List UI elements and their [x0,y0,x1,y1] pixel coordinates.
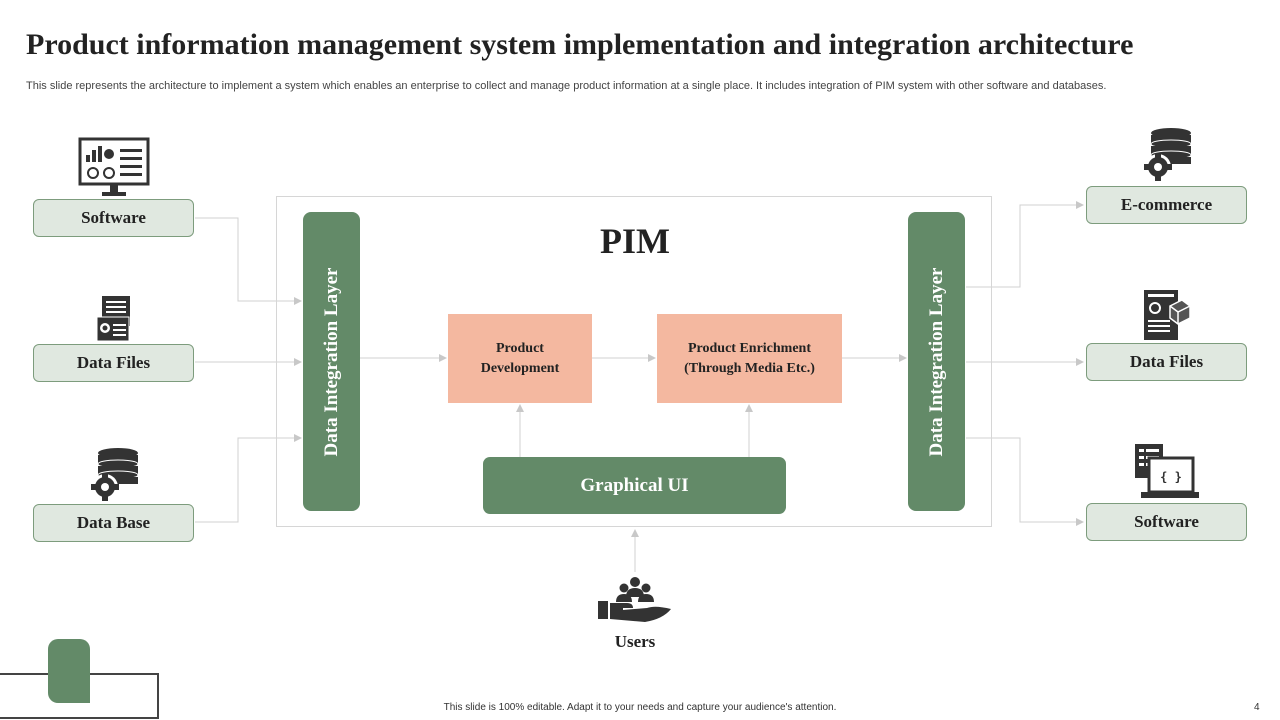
graphical-ui-box: Graphical UI [483,457,786,514]
documents-icon [96,295,132,348]
right-layer-label: Data Integration Layer [925,267,947,456]
svg-text:{ }: { } [1160,470,1182,484]
source-data-files[interactable]: Data Files [33,344,194,382]
target-e-commerce[interactable]: E-commerce [1086,186,1247,224]
target-software[interactable]: Software [1086,503,1247,541]
database-gear-icon [88,447,140,510]
connector-database-left [195,434,302,523]
laptop-code-icon: { } [1133,444,1199,507]
monitor-chart-icon [78,137,150,204]
connector-layer-to-software [966,437,1084,526]
left-layer-label: Data Integration Layer [320,267,342,456]
users-label: Users [614,632,656,651]
source-data-base[interactable]: Data Base [33,504,194,542]
product-enrichment-box: Product Enrichment (Through Media Etc.) [657,314,842,403]
target-data-files[interactable]: Data Files [1086,343,1247,381]
page-number: 4 [1254,702,1260,713]
connector-layer-to-ecommerce [966,201,1084,288]
users-hand-icon [597,575,673,632]
footer-note: This slide is 100% editable. Adapt it to… [443,702,837,713]
left-data-integration-layer: Data Integration Layer [303,212,360,511]
connector-software-left [195,217,302,305]
page-title: Product information management system im… [26,28,1134,61]
source-software[interactable]: Software [33,199,194,237]
pim-frame [276,196,992,527]
corner-green-decoration [48,639,90,703]
product-development-box: Product Development [448,314,592,403]
page-subtitle: This slide represents the architecture t… [26,80,1107,92]
pim-title: PIM [600,221,670,261]
right-data-integration-layer: Data Integration Layer [908,212,965,511]
document-box-icon [1142,288,1192,349]
database-gear-icon [1140,127,1194,190]
